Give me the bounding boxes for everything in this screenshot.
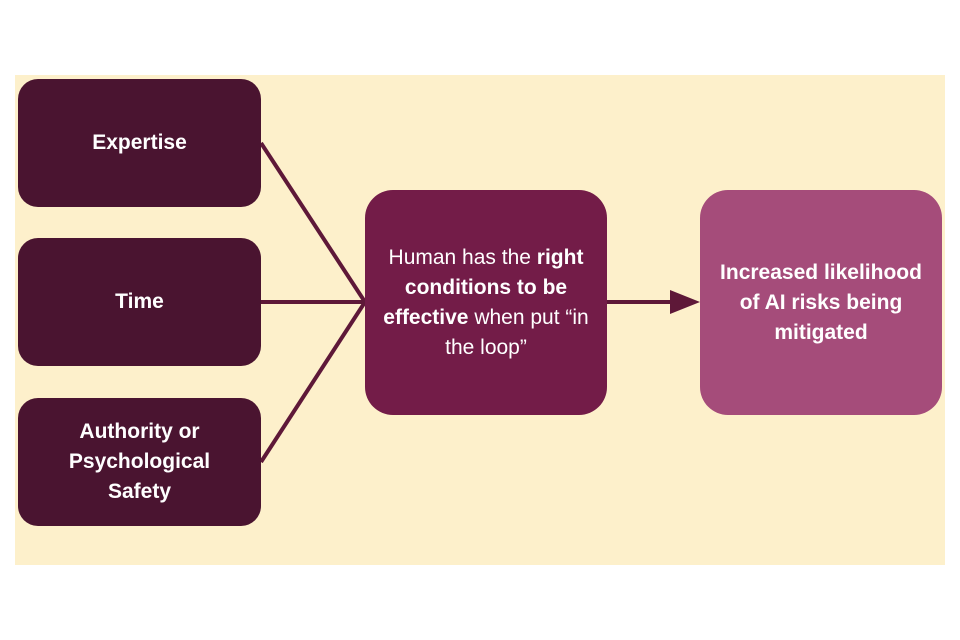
- result-label: Increased likelihood of AI risks being m…: [720, 260, 922, 344]
- center-text: Human has the right conditions to be eff…: [379, 243, 593, 363]
- input-label-authority: Authority or Psychological Safety: [68, 420, 211, 503]
- arrow-head: [670, 290, 700, 314]
- center-text-part2: when put “in the loop”: [445, 305, 589, 359]
- input-box-time: Time: [18, 238, 261, 366]
- input-box-authority: Authority or Psychological Safety: [18, 398, 261, 526]
- connector-expertise: [259, 141, 367, 304]
- input-label-time: Time: [115, 290, 164, 313]
- center-box-conditions: Human has the right conditions to be eff…: [365, 190, 607, 415]
- input-box-expertise: Expertise: [18, 79, 261, 207]
- connector-authority: [259, 300, 367, 464]
- center-text-part1: Human has the: [388, 245, 537, 269]
- input-label-expertise: Expertise: [92, 131, 187, 154]
- result-box: Increased likelihood of AI risks being m…: [700, 190, 942, 415]
- center-text-bold: right conditions to be effective: [383, 245, 584, 329]
